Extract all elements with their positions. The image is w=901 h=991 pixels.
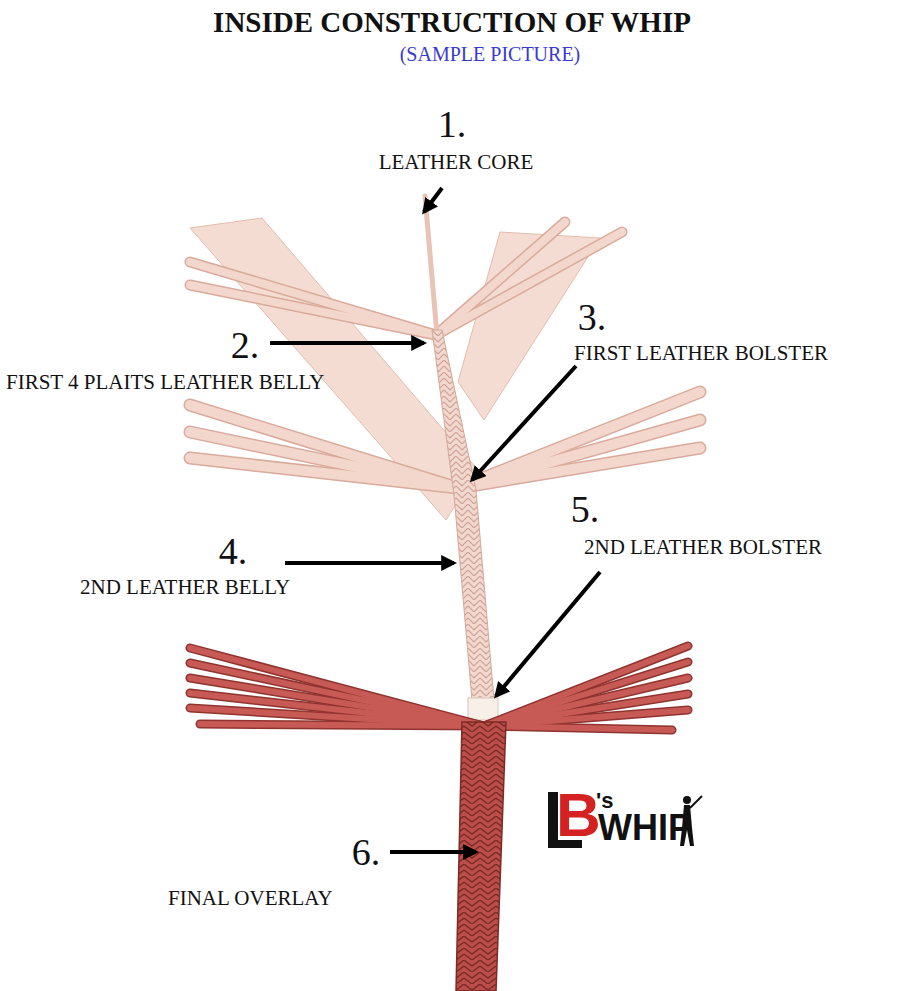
part-name: FIRST 4 PLAITS LEATHER BELLY xyxy=(6,372,324,393)
part-name: FIRST LEATHER BOLSTER xyxy=(574,343,828,364)
callout-number: 2. xyxy=(231,326,260,364)
overlay-strands xyxy=(190,646,688,730)
logo-text: WHIP xyxy=(598,810,692,846)
final-overlay-handle xyxy=(456,722,506,991)
callout-number: 3. xyxy=(578,298,607,336)
title: INSIDE CONSTRUCTION OF WHIP xyxy=(213,8,691,37)
callout-number: 1. xyxy=(438,105,467,143)
part-name: 2ND LEATHER BELLY xyxy=(80,577,290,598)
part-name: FINAL OVERLAY xyxy=(168,888,333,909)
callout-number: 6. xyxy=(352,833,381,871)
logo-text: 's xyxy=(596,790,613,812)
braided-belly xyxy=(432,330,494,700)
leather-core xyxy=(425,196,437,335)
callout-number: 5. xyxy=(571,490,600,528)
part-name: 2ND LEATHER BOLSTER xyxy=(584,537,822,558)
logo-letter: B xyxy=(556,784,601,846)
subtitle: (SAMPLE PICTURE) xyxy=(400,44,581,64)
bolster-wrap xyxy=(468,698,498,720)
leader-arrow xyxy=(270,188,600,852)
part-name: LEATHER CORE xyxy=(379,152,534,173)
callout-number: 4. xyxy=(219,532,248,570)
upper-strands xyxy=(190,222,622,335)
